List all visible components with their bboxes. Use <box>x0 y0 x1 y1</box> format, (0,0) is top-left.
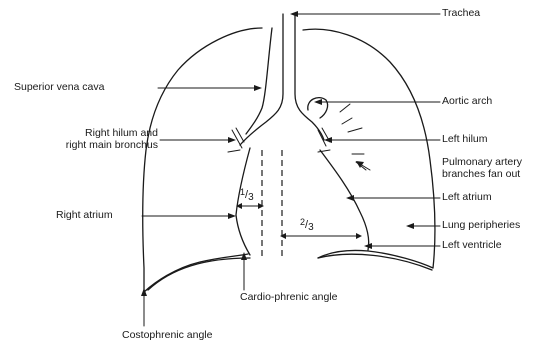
fraction-one-third-numerator: 1 <box>240 187 245 197</box>
label-right-hilum-line2: right main bronchus <box>40 140 158 151</box>
label-left-atrium: Left atrium <box>442 192 492 203</box>
left-diaphragm <box>318 254 432 270</box>
fraction-one-third-denominator: 3 <box>248 192 254 203</box>
arrowheads <box>141 11 414 296</box>
superior-vena-cava <box>246 28 272 134</box>
left-lung-outline <box>303 29 435 268</box>
trachea-left-wall <box>240 14 283 145</box>
label-left-ventricle: Left ventricle <box>442 240 502 251</box>
label-right-hilum-line1: Right hilum and <box>40 128 158 139</box>
fraction-two-thirds-denominator: 3 <box>308 222 314 233</box>
label-right-atrium: Right atrium <box>56 210 113 221</box>
label-superior-vena-cava: Superior vena cava <box>14 82 104 93</box>
label-costophrenic-angle: Costophrenic angle <box>122 330 212 341</box>
fraction-one-third: 1/3 <box>240 186 254 204</box>
trachea-right-wall <box>295 14 324 140</box>
label-left-hilum: Left hilum <box>442 134 488 145</box>
label-cardio-phrenic-angle: Cardio-phrenic angle <box>240 292 337 303</box>
pulmonary-branches <box>340 104 366 170</box>
fraction-two-thirds-numerator: 2 <box>300 217 305 227</box>
label-trachea: Trachea <box>442 8 480 19</box>
label-aortic-arch: Aortic arch <box>442 96 492 107</box>
label-pulmonary-artery-line1: Pulmonary artery <box>442 157 522 168</box>
label-lung-peripheries: Lung peripheries <box>442 220 520 231</box>
fraction-two-thirds: 2/3 <box>300 216 314 234</box>
label-pulmonary-artery-line2: branches fan out <box>442 169 520 180</box>
